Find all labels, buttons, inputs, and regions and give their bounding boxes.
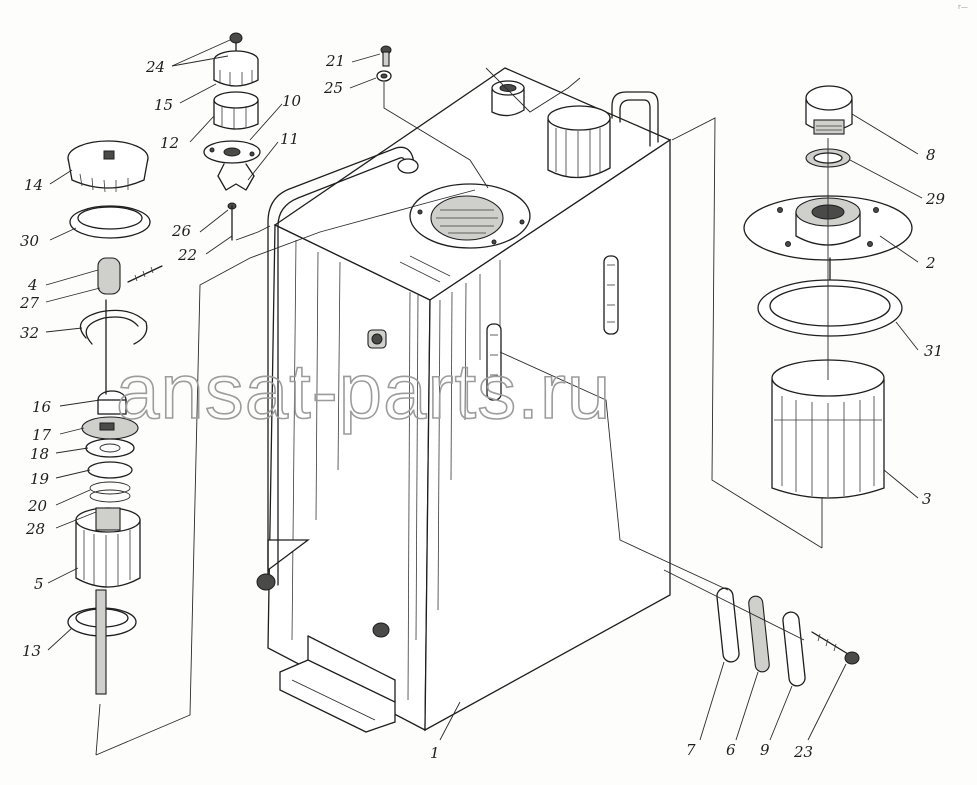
callout-23: 23 <box>793 743 813 761</box>
callout-18: 18 <box>30 445 49 463</box>
sight-glass-parts <box>716 587 860 687</box>
callout-21: 21 <box>325 52 345 70</box>
callout-19: 19 <box>30 470 50 488</box>
callout-29: 29 <box>925 190 946 208</box>
callout-13: 13 <box>22 642 41 660</box>
callout-8: 8 <box>926 146 936 164</box>
callout-14: 14 <box>24 176 43 194</box>
callout-22: 22 <box>177 246 197 264</box>
callout-10: 10 <box>282 92 302 110</box>
callout-11: 11 <box>280 130 299 148</box>
top-valve-assembly <box>203 32 261 241</box>
callout-20: 20 <box>27 497 48 515</box>
callout-5: 5 <box>34 575 44 593</box>
callout-6: 6 <box>726 741 736 759</box>
corner-mark: r— <box>958 3 968 11</box>
callout-27: 27 <box>19 294 40 312</box>
callout-32: 32 <box>20 324 39 342</box>
callout-26: 26 <box>171 222 192 240</box>
callout-30: 30 <box>20 232 40 250</box>
callout-1: 1 <box>430 744 440 762</box>
callout-labels: 24 15 12 10 11 14 30 4 27 32 26 22 21 25… <box>19 52 946 762</box>
callout-25: 25 <box>323 79 343 97</box>
callout-7: 7 <box>686 741 696 759</box>
callout-16: 16 <box>32 398 52 416</box>
callout-31: 31 <box>924 342 943 360</box>
watermark-text: ansat-parts.ru <box>116 347 611 435</box>
bolt-and-washer <box>376 45 392 82</box>
callout-9: 9 <box>760 741 770 759</box>
callout-leaders <box>45 39 923 741</box>
callout-17: 17 <box>32 426 52 444</box>
hydraulic-tank <box>256 67 672 733</box>
callout-12: 12 <box>160 134 179 152</box>
callout-2: 2 <box>925 254 936 272</box>
callout-24: 24 <box>145 58 165 76</box>
callout-3: 3 <box>922 490 932 508</box>
callout-4: 4 <box>27 276 38 294</box>
callout-28: 28 <box>25 520 45 538</box>
assembly-guide-lines <box>95 67 829 756</box>
callout-15: 15 <box>154 96 173 114</box>
